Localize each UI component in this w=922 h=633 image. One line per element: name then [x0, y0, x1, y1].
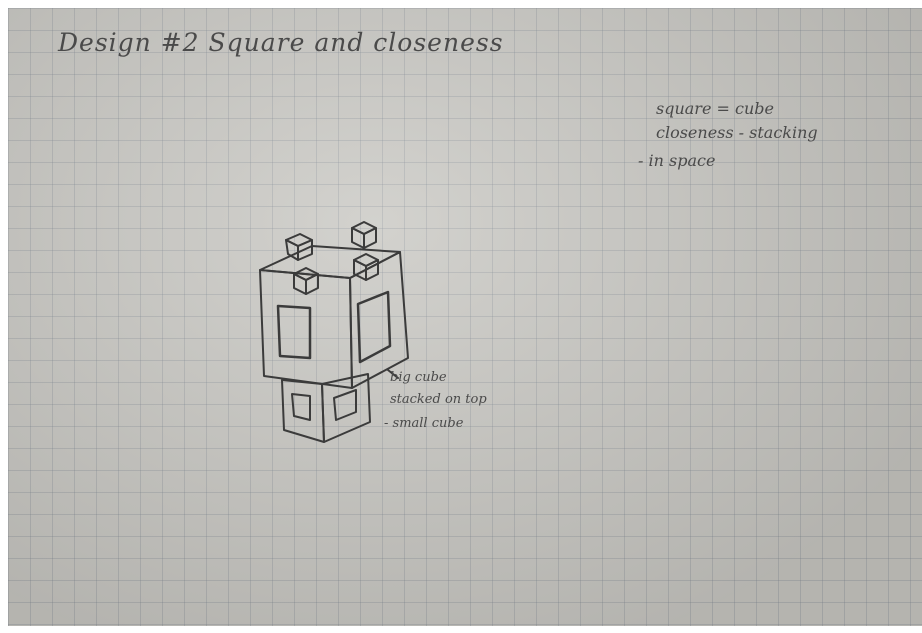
note-line-1: square = cube	[656, 98, 774, 120]
small-cube-front	[282, 380, 324, 442]
paper-shading	[8, 8, 922, 626]
note-line-2: closeness - stacking	[656, 122, 818, 144]
big-cube-side-window	[358, 292, 390, 362]
sketch-title: Design #2 Square and closeness	[58, 28, 504, 57]
label-big-cube: big cube	[390, 370, 447, 385]
tiny-cube-front-left	[294, 268, 318, 294]
small-cube-side-window	[334, 390, 356, 420]
photo-border	[0, 626, 922, 633]
small-cube-front-window	[292, 394, 310, 420]
tiny-cube-front-right	[354, 254, 378, 280]
note-line-3: - in space	[638, 150, 715, 172]
graph-paper: Design #2 Square and closeness square = …	[8, 8, 922, 626]
label-small-cube: - small cube	[384, 416, 463, 431]
label-stacked-on-top: stacked on top	[390, 392, 487, 407]
big-cube-front-window	[278, 306, 310, 358]
tiny-cube-back-right	[352, 222, 376, 248]
